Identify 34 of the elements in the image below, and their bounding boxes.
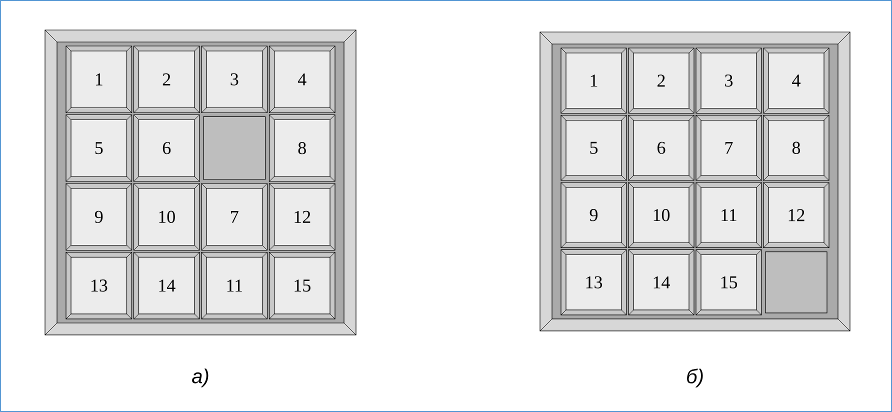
number-tile: 6 — [628, 114, 694, 181]
number-tile: 2 — [133, 46, 200, 114]
number-tile: 1 — [560, 48, 627, 114]
number-tile: 9 — [560, 182, 627, 248]
empty-slot — [765, 251, 828, 314]
number-tile: 3 — [696, 48, 762, 114]
caption-label: б) — [687, 368, 703, 388]
number-tile: 6 — [133, 114, 200, 182]
number-tile: 12 — [763, 182, 830, 248]
empty-slot — [203, 116, 266, 180]
number-tile: 5 — [66, 114, 132, 182]
number-tile: 8 — [763, 114, 830, 181]
number-tile: 11 — [201, 252, 268, 320]
number-tile: 3 — [201, 46, 268, 114]
number-tile: 7 — [201, 183, 268, 251]
number-tile: 10 — [133, 183, 200, 251]
number-tile: 9 — [66, 183, 132, 251]
number-tile: 4 — [268, 46, 336, 114]
number-tile: 13 — [560, 249, 627, 316]
number-tile: 2 — [628, 48, 694, 114]
number-tile: 13 — [66, 252, 132, 320]
number-tile: 14 — [628, 249, 694, 316]
number-tile: 15 — [696, 249, 762, 316]
number-tile: 15 — [268, 252, 336, 320]
number-tile: 11 — [696, 182, 762, 248]
number-tile: 5 — [560, 114, 627, 181]
number-tile: 4 — [763, 48, 830, 114]
caption-label: а) — [192, 368, 208, 388]
number-tile: 12 — [268, 183, 336, 251]
number-tile: 14 — [133, 252, 200, 320]
number-tile: 8 — [268, 114, 336, 182]
number-tile: 7 — [696, 114, 762, 181]
number-tile: 10 — [628, 182, 694, 248]
number-tile: 1 — [66, 46, 132, 114]
